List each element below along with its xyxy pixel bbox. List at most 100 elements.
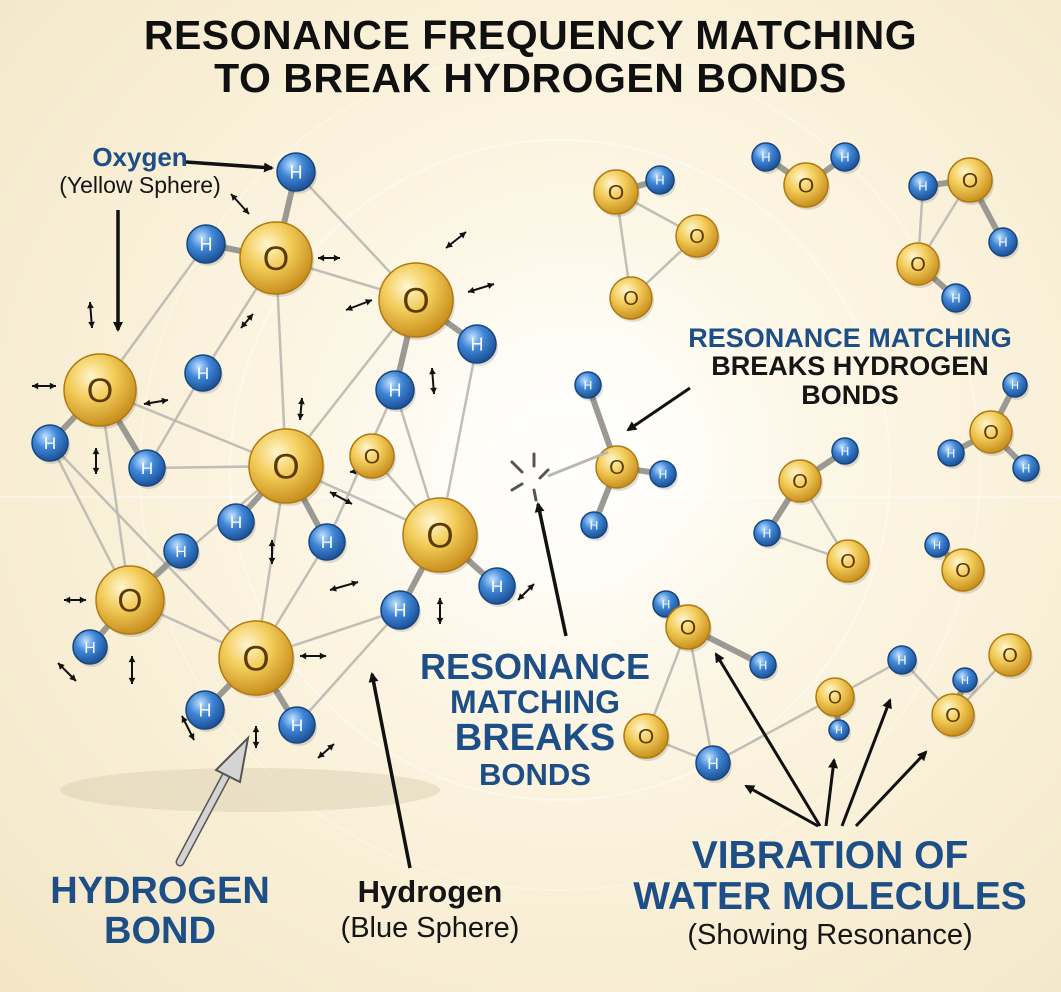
hydrogen-sphere bbox=[988, 227, 1018, 257]
hydrogen-atom: H bbox=[753, 519, 782, 549]
oxygen-symbol: O bbox=[426, 517, 453, 556]
oxygen-sphere bbox=[896, 242, 940, 286]
hydrogen-bond-line bbox=[49, 442, 257, 659]
hydrogen-symbol: H bbox=[230, 513, 242, 532]
oxygen-symbol: O bbox=[364, 446, 380, 469]
vibration-arrow bbox=[345, 299, 373, 311]
hydrogen-symbol: H bbox=[662, 597, 671, 611]
vibration-arrow bbox=[318, 254, 340, 262]
hydrogen-bond-line-2: BOND bbox=[104, 909, 216, 952]
oxygen-symbol: O bbox=[609, 457, 625, 479]
bond-break-burst bbox=[510, 452, 550, 502]
hydrogen-sphere bbox=[695, 745, 731, 781]
vibration-arrow bbox=[87, 301, 95, 329]
hydrogen-atom: H bbox=[217, 503, 256, 543]
hydrogen-sphere bbox=[937, 439, 965, 467]
oxygen-sphere bbox=[947, 157, 993, 203]
hydrogen-sphere bbox=[830, 142, 860, 172]
vibration-arrow-head bbox=[252, 741, 260, 748]
vibration-arrow-head bbox=[436, 598, 444, 605]
hydrogen-symbol: H bbox=[175, 544, 187, 561]
oxygen-atom: O bbox=[783, 162, 830, 210]
hydrogen-symbol: H bbox=[471, 334, 484, 354]
vibration-arrow bbox=[517, 583, 535, 601]
resonance-mid-line-4: BONDS bbox=[479, 757, 591, 793]
vibration-arrow-head bbox=[345, 498, 352, 505]
hydrogen-symbol: H bbox=[590, 518, 599, 532]
oxygen-atom: O bbox=[623, 713, 670, 761]
vibration-arrow-head bbox=[330, 585, 337, 592]
vibration-arrow-head bbox=[468, 286, 475, 294]
oxygen-symbol: O bbox=[263, 240, 289, 278]
title-line-1: RESONANCE FREQUENCY MATCHING bbox=[143, 12, 918, 58]
hydrogen-symbol: H bbox=[200, 234, 213, 254]
hydrogen-symbol: H bbox=[491, 577, 503, 596]
oxygen-symbol: O bbox=[840, 551, 856, 573]
hydrogen-sphere bbox=[276, 152, 316, 192]
hydrogen-sphere bbox=[380, 590, 420, 630]
pointer-arrow bbox=[626, 386, 691, 432]
hydrogen-symbol: H bbox=[1011, 380, 1019, 392]
vibration-arrow bbox=[181, 715, 195, 741]
vibration-arrow-head bbox=[346, 304, 353, 311]
vibration-arrow bbox=[297, 397, 305, 421]
hydrogen-atom: H bbox=[574, 371, 603, 401]
vibration-arrow-head bbox=[128, 656, 136, 663]
oxygen-sphere bbox=[593, 169, 639, 215]
hydrogen-atom: H bbox=[375, 370, 416, 412]
pointer-arrow bbox=[744, 784, 819, 828]
hydrogen-atom: H bbox=[751, 142, 782, 174]
hydrogen-sphere bbox=[952, 667, 978, 693]
hydrogen-symbol: H bbox=[197, 364, 209, 383]
vibration-arrow-head bbox=[333, 254, 340, 262]
vibration-arrow-head bbox=[518, 593, 525, 600]
hydrogen-sphere bbox=[887, 645, 917, 675]
hydrogen-sphere bbox=[375, 370, 415, 410]
oxygen-sphere bbox=[941, 548, 985, 592]
hydrogen-bond-line bbox=[712, 695, 836, 765]
hydrogen-bond-label: HYDROGEN BOND bbox=[40, 871, 280, 952]
hydrogen-sphere bbox=[278, 706, 316, 744]
vibration-arrow bbox=[230, 193, 250, 215]
oxygen-atom: O bbox=[402, 497, 479, 575]
oxygen-sphere bbox=[239, 221, 313, 295]
oxygen-atom: O bbox=[95, 565, 166, 637]
floor-shadow bbox=[60, 768, 440, 812]
hydrogen-atom: H bbox=[937, 439, 966, 469]
vibration-arrow bbox=[329, 580, 359, 592]
vibration-arrow-head bbox=[430, 387, 437, 394]
oxygen-symbol: O bbox=[798, 175, 814, 198]
pointer-arrow bbox=[824, 758, 839, 827]
hydrogen-sphere bbox=[645, 165, 675, 195]
hydrogen-symbol: H bbox=[389, 380, 402, 400]
vibration-arrow-head bbox=[446, 241, 453, 248]
hydrogen-sphere bbox=[457, 324, 497, 364]
hydrogen-symbol: H bbox=[998, 235, 1007, 250]
vibration-arrow bbox=[300, 652, 326, 660]
vibration-arrow-head bbox=[246, 314, 253, 321]
resonance-mid-line-3: BREAKS bbox=[454, 717, 616, 760]
hydrogen-sphere bbox=[308, 523, 346, 561]
pointer-arrow bbox=[714, 652, 822, 827]
hydrogen-sphere bbox=[831, 437, 859, 465]
hydrogen-symbol: H bbox=[141, 459, 153, 478]
vibration-arrow-head bbox=[319, 652, 326, 660]
hydrogen-atom: H bbox=[749, 651, 778, 681]
vibration-arrow bbox=[317, 743, 335, 759]
oxygen-symbol: O bbox=[828, 687, 842, 707]
vibration-arrow-head bbox=[88, 321, 95, 328]
vibration-arrow bbox=[467, 282, 495, 294]
hydrogen-atom: H bbox=[185, 690, 226, 732]
oxygen-sphere bbox=[95, 565, 165, 635]
vibration-arrow-head bbox=[436, 617, 444, 624]
hydrogen-sphere bbox=[163, 533, 199, 569]
vibration-arrow-head bbox=[327, 744, 334, 751]
oxygen-symbol: O bbox=[792, 471, 808, 493]
hydrogen-sphere bbox=[574, 371, 602, 399]
oxygen-atom: O bbox=[218, 620, 295, 698]
oxygen-sphere bbox=[815, 677, 855, 717]
hydrogen-atom: H bbox=[952, 667, 979, 695]
vibration-arrow bbox=[329, 491, 353, 505]
oxygen-atom: O bbox=[239, 221, 314, 297]
vibration-arrow-head bbox=[351, 580, 358, 587]
